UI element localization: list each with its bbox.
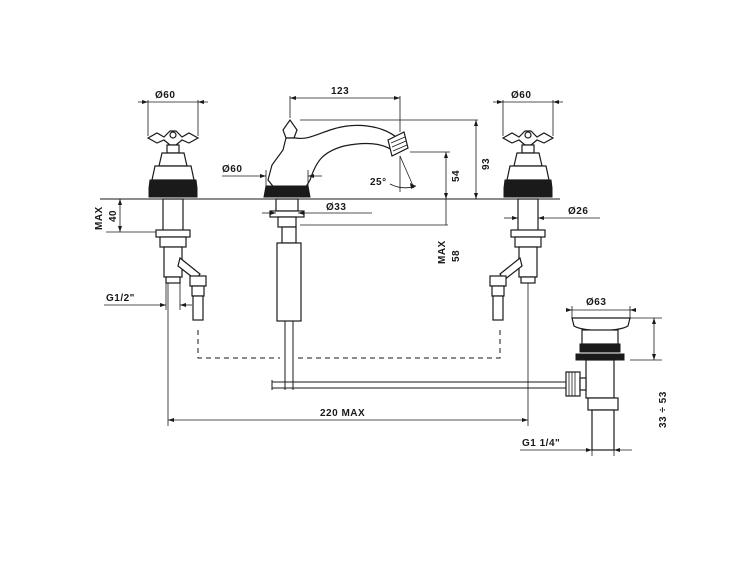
dim-label-waste-range: 33 ÷ 53 [658, 391, 669, 428]
dim-spout-base [222, 170, 322, 186]
dim-centers [167, 283, 529, 426]
dim-valve-hole [504, 216, 600, 220]
dim-label-spout-reach: 123 [331, 86, 349, 97]
dim-waste-dia [566, 306, 636, 318]
dim-left-handle [138, 100, 208, 136]
dim-spout-reach [289, 96, 401, 132]
dim-label-inlet-thread: G1/2" [106, 293, 135, 304]
dim-waste-thread [520, 440, 632, 456]
dim-spout-hole [262, 211, 372, 215]
dim-inlet-thread [104, 283, 192, 310]
left-valve [146, 130, 207, 321]
dim-label-outlet-height: 54 [451, 170, 462, 182]
hose-route-left [197, 330, 280, 359]
dim-waste-range [630, 317, 662, 361]
dim-spout-shank [300, 199, 448, 226]
hose-route-right [298, 330, 501, 359]
spout [263, 118, 566, 390]
dim-label-spout-height: 93 [481, 158, 492, 170]
dim-label-spout-shank-max: MAX [437, 240, 448, 264]
dim-label-left-handle: Ø60 [155, 90, 175, 101]
pop-up-waste [565, 317, 631, 451]
dim-spout-angle [389, 155, 417, 192]
dim-label-deck-thickness: 40 [108, 210, 119, 222]
right-valve [489, 130, 555, 321]
dim-label-valve-hole: Ø26 [568, 206, 588, 217]
dim-spout-height [300, 119, 478, 199]
dim-label-right-handle: Ø60 [511, 90, 531, 101]
dim-label-spout-angle: 25° [370, 177, 387, 188]
dim-label-centers: 220 MAX [320, 408, 365, 419]
dim-label-spout-base: Ø60 [222, 164, 242, 175]
dim-outlet-height [410, 151, 450, 199]
dim-deck-thickness [106, 198, 160, 233]
dim-label-waste-thread: G1 1/4" [522, 438, 560, 449]
dim-label-spout-hole: Ø33 [326, 202, 346, 213]
dim-label-spout-shank: 58 [451, 250, 462, 262]
dim-label-deck-thickness-max: MAX [94, 206, 105, 230]
dim-right-handle [493, 100, 563, 136]
dim-label-waste-dia: Ø63 [586, 297, 606, 308]
